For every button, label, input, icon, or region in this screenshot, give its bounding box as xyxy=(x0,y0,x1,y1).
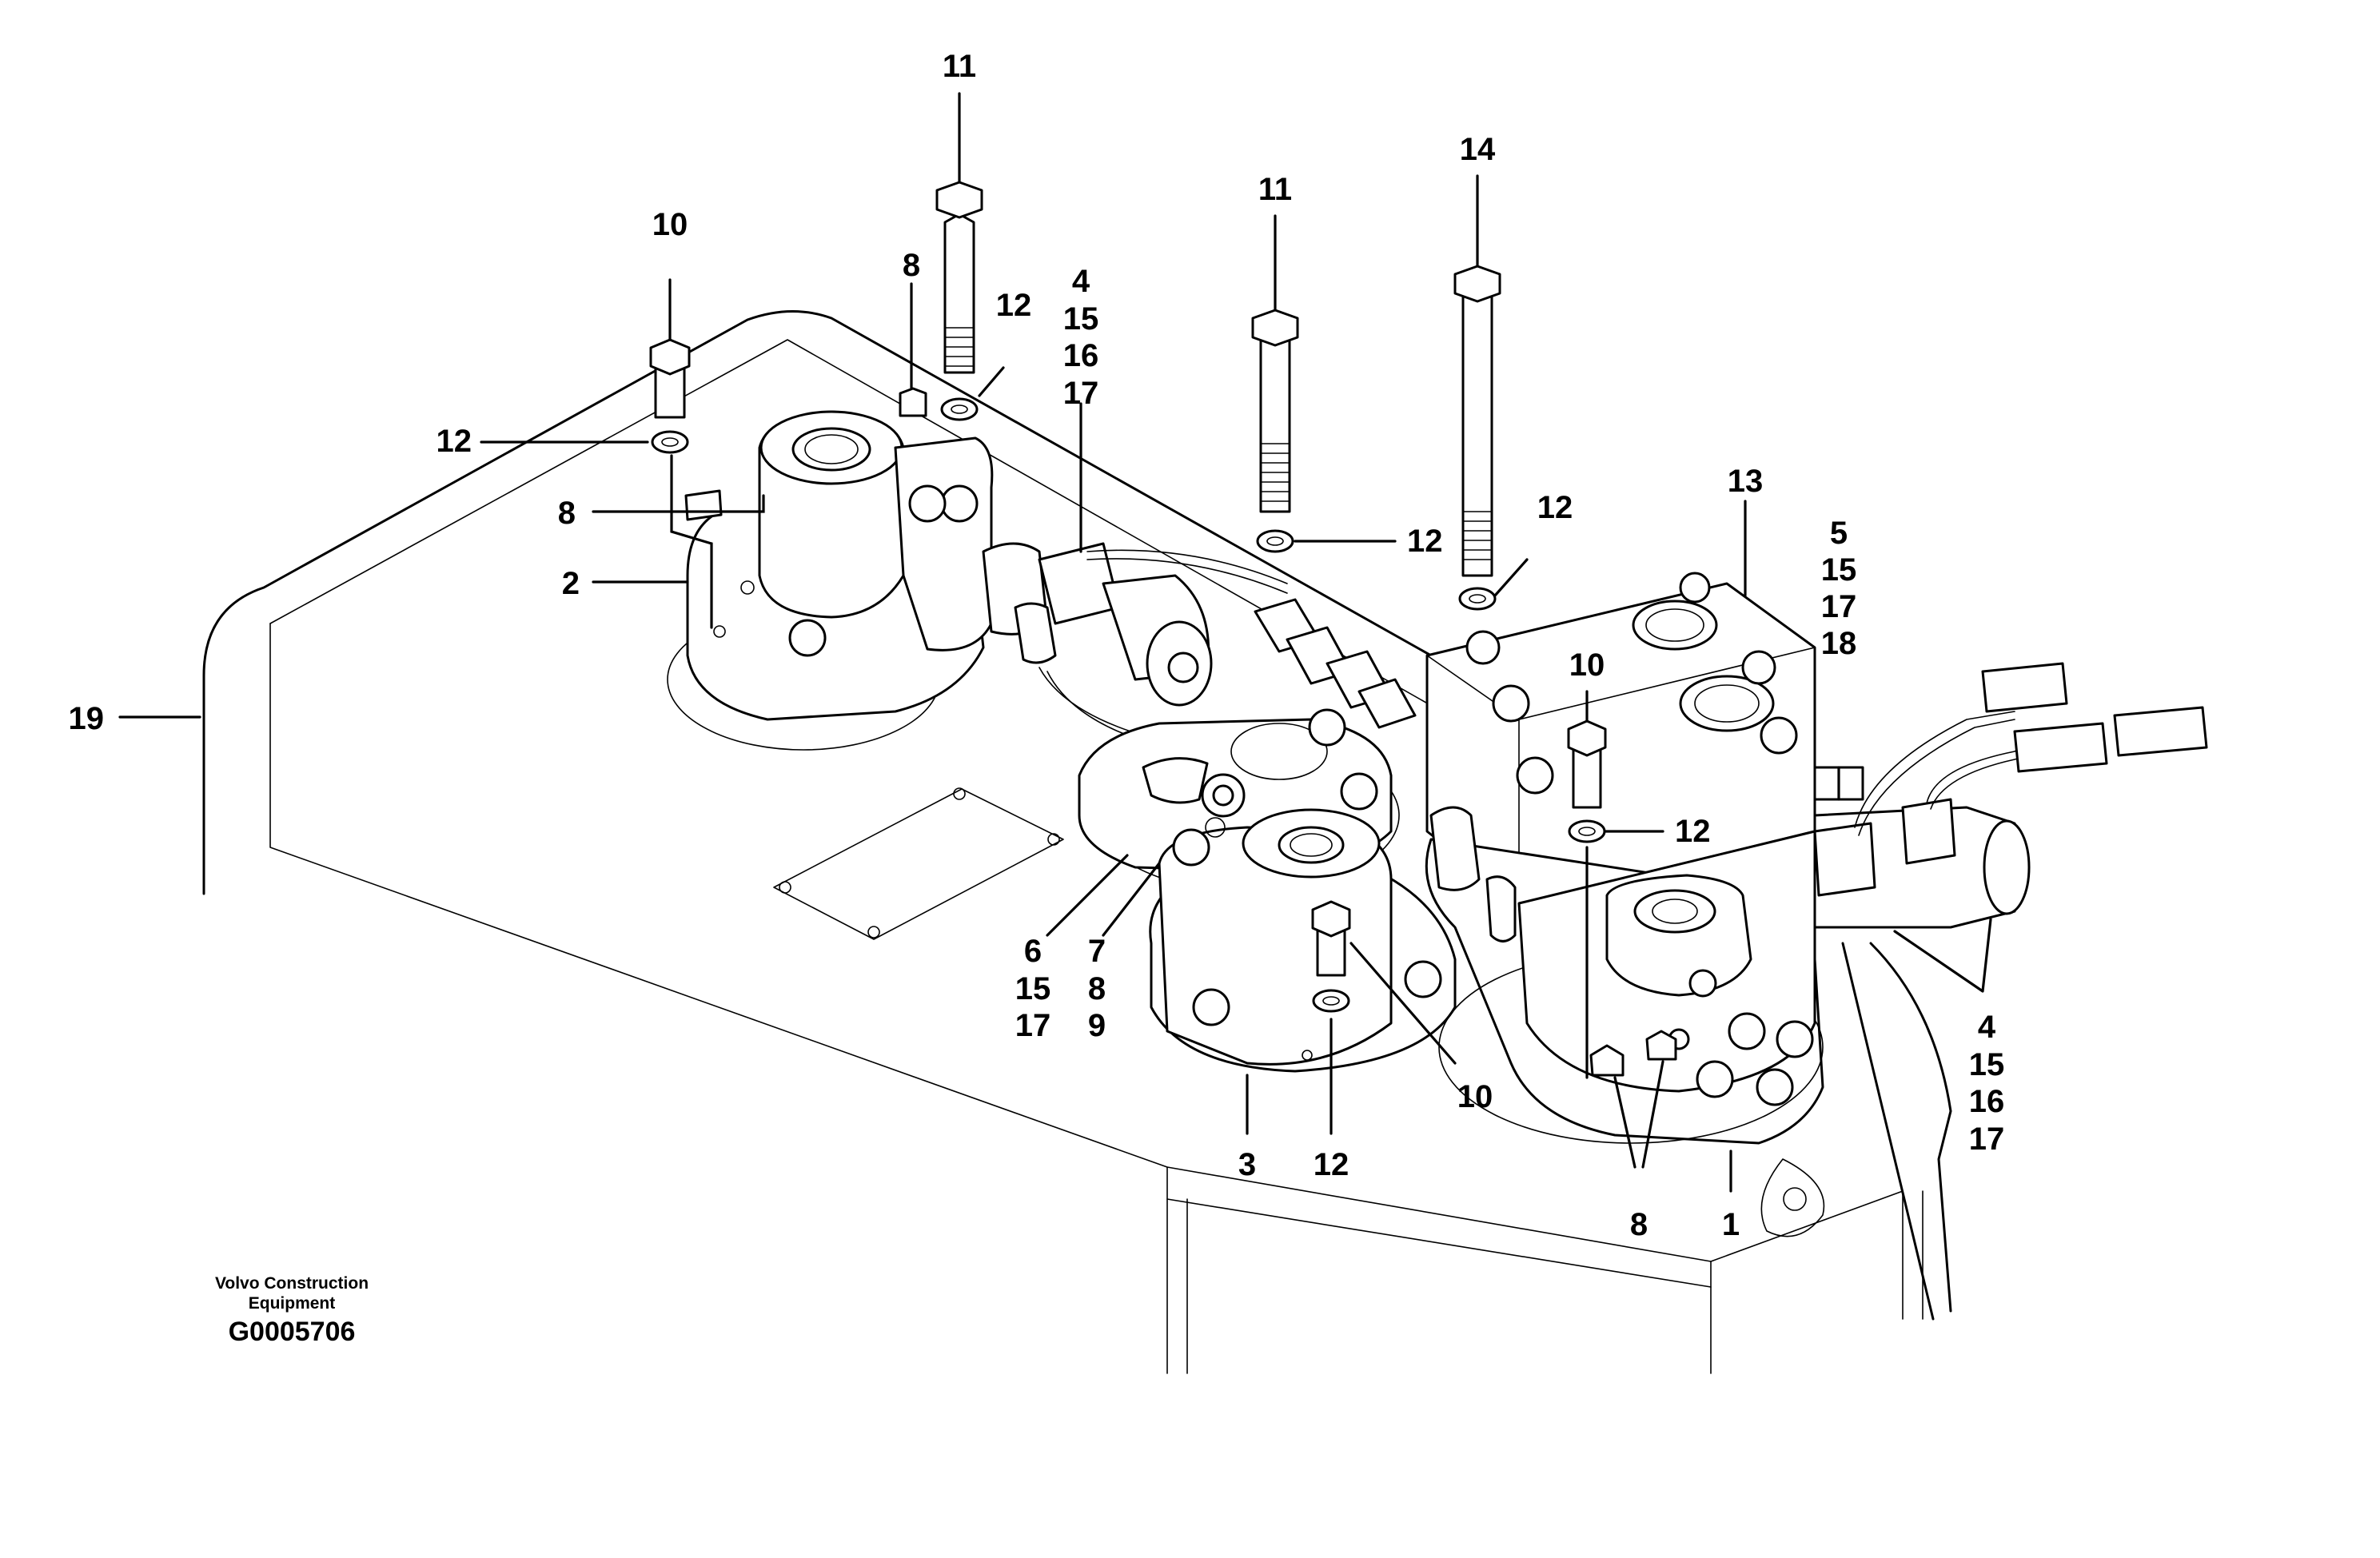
callout-8-bottom: 8 xyxy=(1630,1207,1648,1242)
callout-5-line4: 18 xyxy=(1821,626,1857,661)
callout-6-line3: 17 xyxy=(1015,1008,1051,1043)
callout-12-right: 12 xyxy=(1675,814,1711,849)
callout-5-line1: 5 xyxy=(1830,516,1848,551)
callout-7-line3: 9 xyxy=(1088,1008,1106,1043)
callout-12-right-top: 12 xyxy=(1537,490,1573,525)
component-13-valve-block xyxy=(1425,572,1864,905)
callout-2: 2 xyxy=(562,566,580,601)
callout-4-top-line3: 16 xyxy=(1063,338,1099,373)
bolt-14 xyxy=(1453,265,1501,577)
plug-8-left xyxy=(684,489,723,521)
callout-1: 1 xyxy=(1722,1207,1740,1242)
washers-12 xyxy=(651,397,1606,1013)
housing-outline xyxy=(202,309,1952,1374)
callout-12-center: 12 xyxy=(1407,524,1443,559)
credit-line-1: Volvo Construction xyxy=(215,1274,369,1293)
component-3-swivel xyxy=(1078,708,1457,1073)
bolt-11-left xyxy=(935,181,983,374)
component-2-swivel xyxy=(667,410,1049,751)
plug-8-top xyxy=(899,387,927,417)
callout-11-center: 11 xyxy=(1258,172,1292,207)
bolt-10-center xyxy=(1311,900,1351,977)
callout-4-top-line1: 4 xyxy=(1072,264,1090,299)
callout-5-line2: 15 xyxy=(1821,552,1857,588)
callout-3: 3 xyxy=(1238,1147,1256,1182)
callout-11-left: 11 xyxy=(943,49,976,84)
callout-group-7: 7 8 9 xyxy=(1088,934,1106,1043)
callout-12-top: 12 xyxy=(996,288,1032,323)
bolt-11-center xyxy=(1251,309,1299,513)
figure-code: G0005706 xyxy=(229,1317,356,1347)
callout-19: 19 xyxy=(69,701,105,736)
leader-lines xyxy=(118,92,1992,1193)
nameplate xyxy=(773,787,1064,940)
callout-12-left: 12 xyxy=(437,424,472,459)
bolt-10-right xyxy=(1567,719,1607,809)
callout-8-top: 8 xyxy=(903,248,920,283)
solenoid-left xyxy=(1014,542,1417,776)
callout-6-line1: 6 xyxy=(1024,934,1042,969)
callout-10-center: 10 xyxy=(1457,1079,1493,1114)
callout-14: 14 xyxy=(1460,132,1496,167)
callout-group-4-top: 4 15 16 17 xyxy=(1063,264,1099,411)
callout-group-4-bottom: 4 15 16 17 xyxy=(1969,1010,2005,1157)
callout-4-bottom-line2: 15 xyxy=(1969,1047,2005,1082)
credit-block: Volvo Construction Equipment G0005706 xyxy=(215,1274,369,1347)
callout-4-top-line4: 17 xyxy=(1063,376,1099,411)
callout-4-bottom-line3: 16 xyxy=(1969,1084,2005,1119)
callout-6-line2: 15 xyxy=(1015,971,1051,1006)
component-1-swivel xyxy=(1425,806,1824,1145)
bolt-10-left xyxy=(649,338,691,419)
callout-4-bottom-line1: 4 xyxy=(1978,1010,1996,1045)
callout-4-bottom-line4: 17 xyxy=(1969,1122,2005,1157)
callout-4-top-line2: 15 xyxy=(1063,301,1099,337)
callout-group-5: 5 15 17 18 xyxy=(1821,516,1857,661)
callout-5-line3: 17 xyxy=(1821,589,1857,624)
callout-group-6: 6 15 17 xyxy=(1015,934,1051,1043)
callout-10-left: 10 xyxy=(652,207,688,242)
solenoid-right xyxy=(1813,662,2208,929)
callout-7-line2: 8 xyxy=(1088,971,1106,1006)
callout-7-line1: 7 xyxy=(1088,934,1106,969)
callout-12-bottom: 12 xyxy=(1314,1147,1349,1182)
plugs-8-right xyxy=(1589,1030,1677,1077)
callout-8-left: 8 xyxy=(558,496,576,531)
callout-10-right: 10 xyxy=(1569,648,1605,683)
callout-13: 13 xyxy=(1728,464,1764,499)
credit-line-2: Equipment xyxy=(249,1294,336,1313)
